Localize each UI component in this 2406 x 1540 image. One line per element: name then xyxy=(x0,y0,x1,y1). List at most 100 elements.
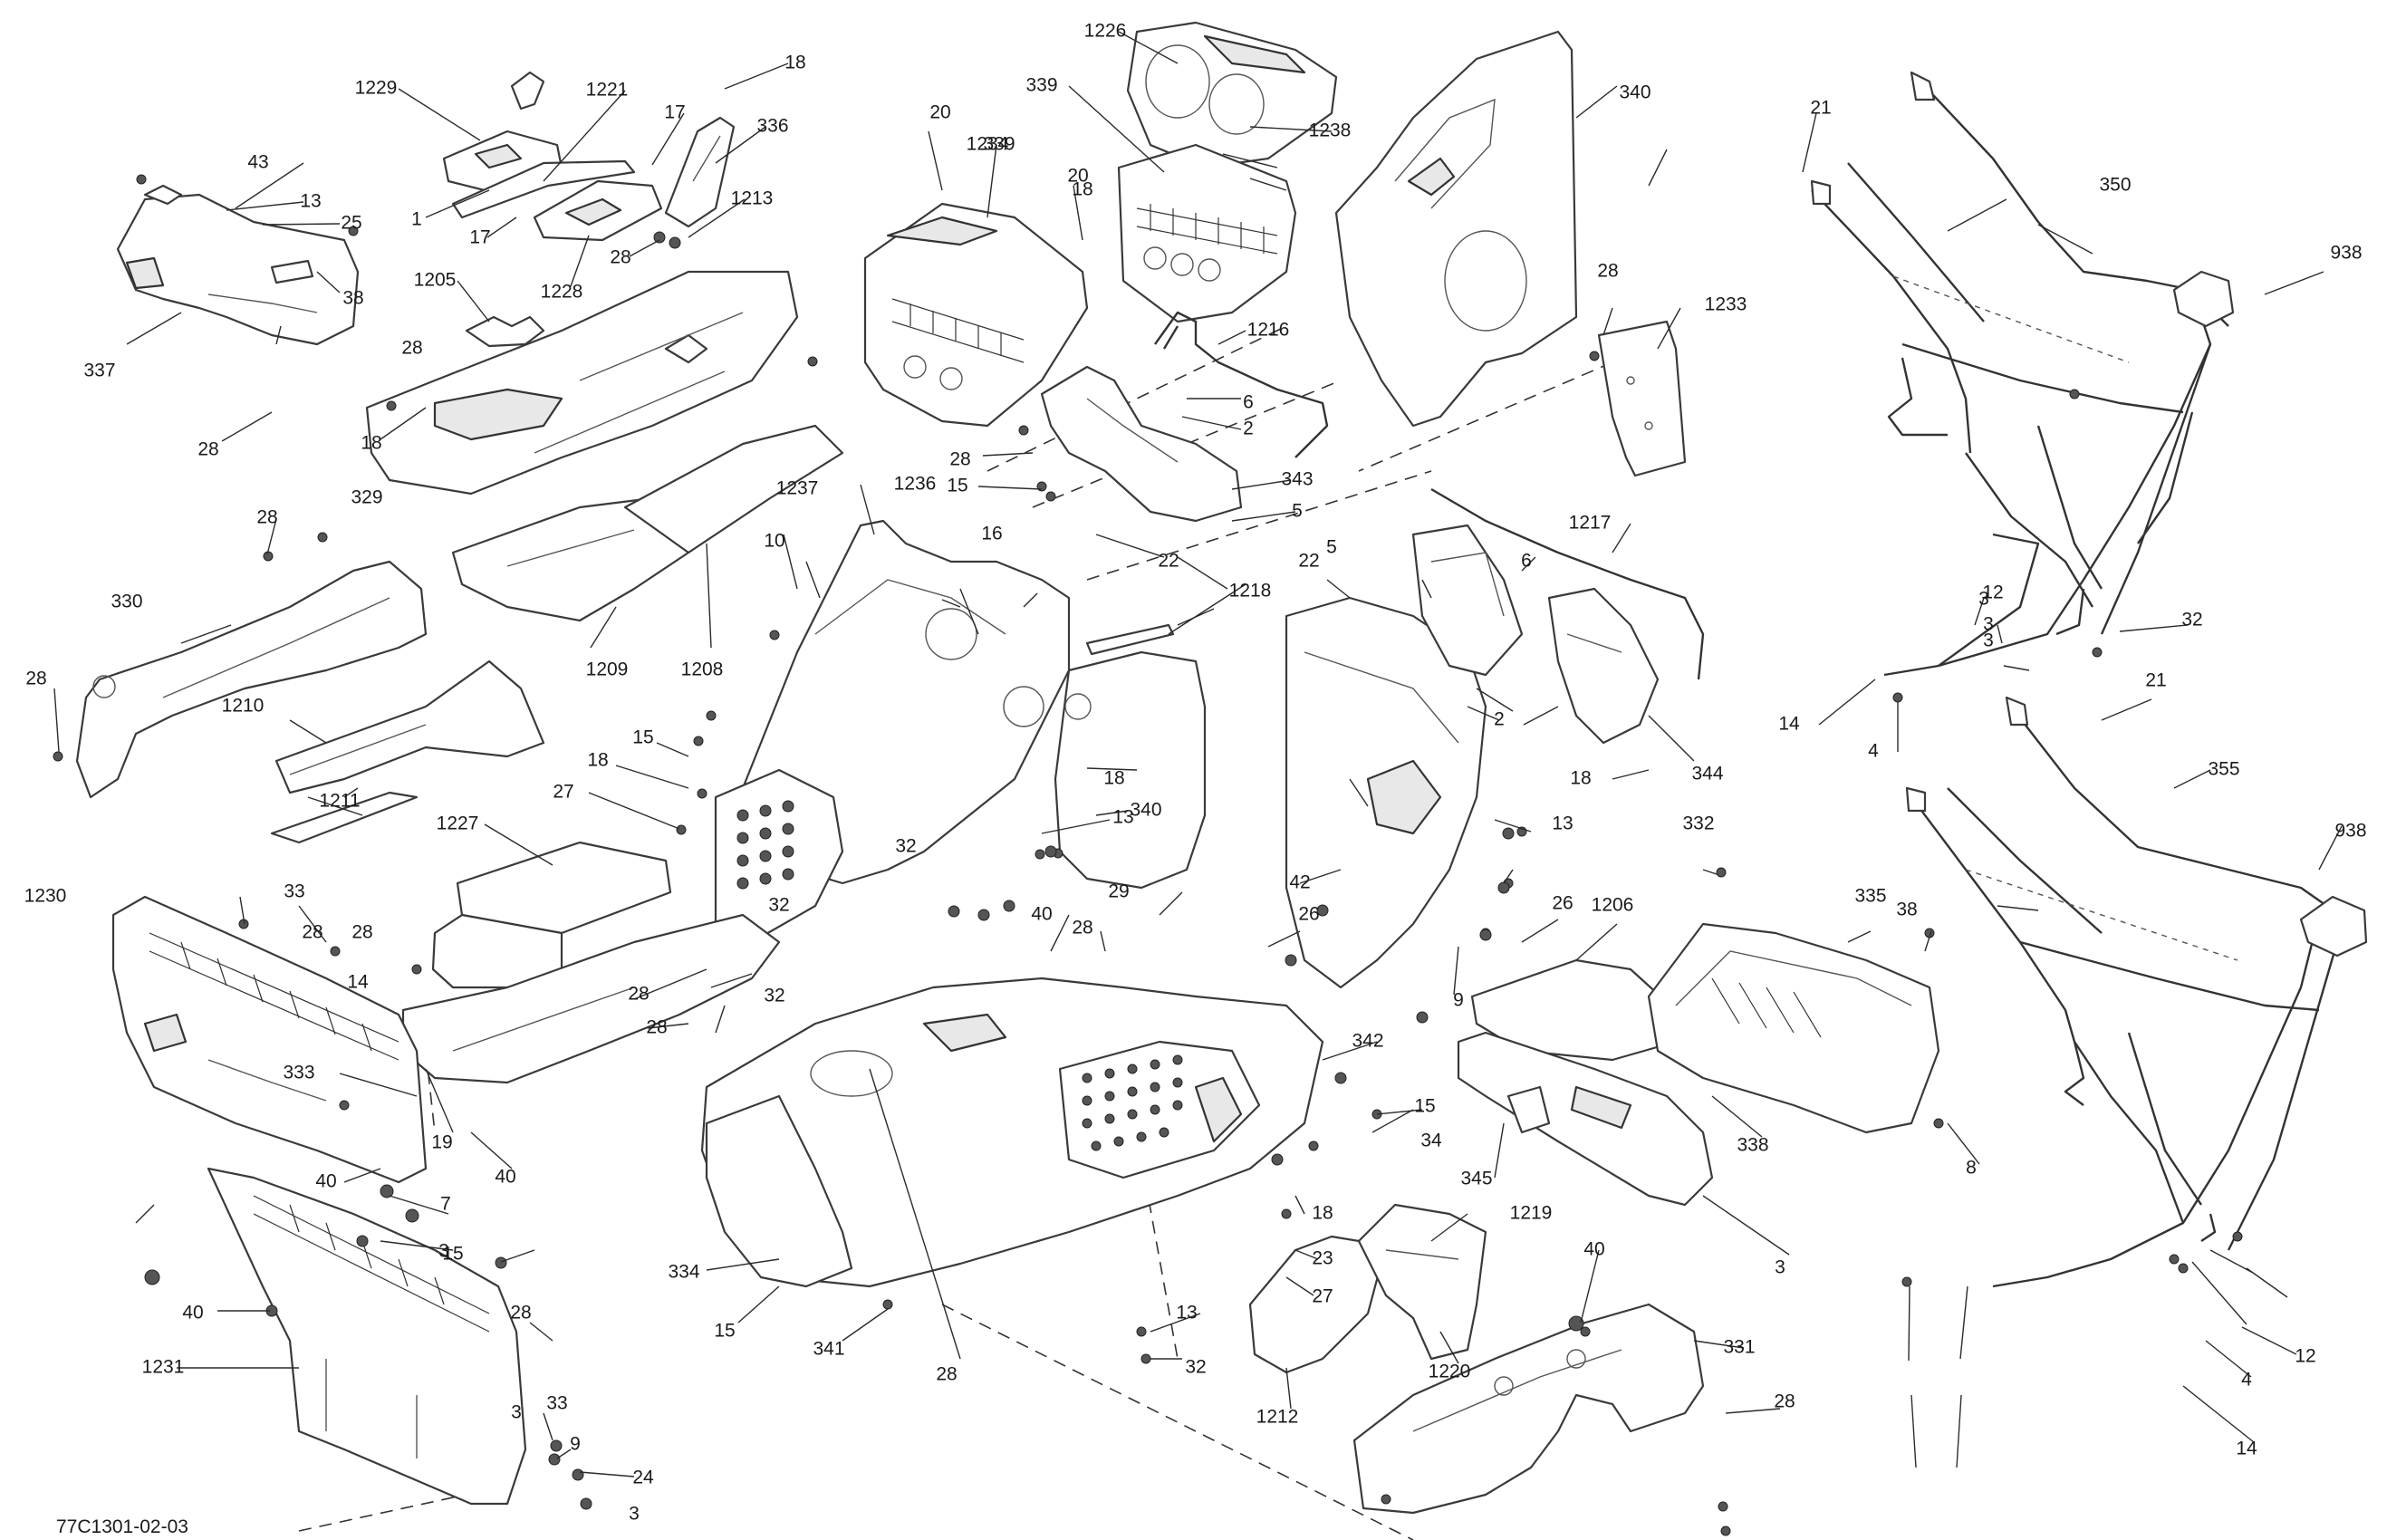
part-1219-pad xyxy=(1357,1203,1487,1361)
part-1218-strip xyxy=(1085,623,1175,656)
callout-125: 1220 xyxy=(1429,1362,1471,1382)
callout-74: 32 xyxy=(895,836,916,857)
callout-54: 5 xyxy=(1326,537,1337,558)
callout-85: 335 xyxy=(1854,886,1886,907)
callout-136: 8 xyxy=(1966,1158,1977,1179)
part-333-floor xyxy=(401,913,781,1084)
callout-61: 18 xyxy=(587,750,608,771)
callout-24: 20 xyxy=(929,102,950,123)
part-1211-strip xyxy=(270,791,419,844)
part-350-rack-frame xyxy=(1810,71,2235,677)
callout-7: 25 xyxy=(341,213,361,234)
callout-76: 40 xyxy=(1031,904,1052,925)
callout-112: 24 xyxy=(632,1468,654,1488)
callout-36: 1236 xyxy=(894,474,937,495)
callout-31: 28 xyxy=(949,449,970,470)
callout-127: 28 xyxy=(1774,1391,1795,1412)
callout-137: 12 xyxy=(2295,1346,2315,1367)
callout-58: 344 xyxy=(1691,764,1723,784)
callout-9: 17 xyxy=(469,227,490,248)
part-1205-clip xyxy=(465,315,545,348)
callout-86: 38 xyxy=(1896,900,1917,920)
part-343-bracket xyxy=(1040,365,1243,523)
callout-21: 339 xyxy=(1025,75,1057,96)
callout-6: 13 xyxy=(300,191,321,212)
callout-117: 18 xyxy=(1312,1203,1333,1224)
part-1-bracket xyxy=(451,159,636,219)
part-338-panel xyxy=(1457,1031,1714,1207)
part-329-console xyxy=(365,270,799,496)
callout-2: 18 xyxy=(784,53,805,73)
callout-135: 3 xyxy=(1775,1257,1785,1278)
callout-92: 4 xyxy=(1868,741,1879,762)
part-332-side-panel xyxy=(1285,596,1487,989)
callout-57: 2 xyxy=(1494,709,1505,730)
callout-53: 22 xyxy=(1298,551,1319,572)
callout-130: 341 xyxy=(813,1339,844,1360)
callout-94: 355 xyxy=(2208,759,2239,780)
callout-139: 14 xyxy=(2236,1439,2257,1459)
callout-12: 38 xyxy=(342,288,363,309)
callout-90: 3 xyxy=(1983,630,1994,651)
callout-78: 26 xyxy=(1298,904,1319,925)
part-355-rack-frame xyxy=(1905,696,2368,1288)
callout-106: 15 xyxy=(442,1244,463,1265)
callout-47: 1210 xyxy=(222,696,265,717)
part-339-dash-center xyxy=(1117,143,1297,323)
callout-96: 32 xyxy=(764,986,784,1006)
callout-26: 20 xyxy=(1067,166,1088,187)
callout-128: 334 xyxy=(668,1262,699,1283)
part-1226-gauge-cluster xyxy=(1126,21,1338,169)
callout-55: 1217 xyxy=(1569,513,1612,534)
callout-49: 1208 xyxy=(681,659,724,680)
callout-33: 343 xyxy=(1281,469,1313,490)
callout-123: 1219 xyxy=(1510,1203,1553,1224)
part-336-handle xyxy=(664,116,736,228)
callout-60: 15 xyxy=(632,727,653,748)
part-335-storage-bin xyxy=(1647,922,1940,1134)
callout-27: 18 xyxy=(1072,179,1092,200)
part-1213-grommets xyxy=(653,231,681,249)
callout-10: 1213 xyxy=(731,188,774,209)
callout-102: 333 xyxy=(283,1063,314,1083)
part-duct-22 xyxy=(1411,524,1524,677)
callout-120: 13 xyxy=(1176,1303,1197,1323)
callout-63: 1227 xyxy=(437,813,479,834)
callout-39: 340 xyxy=(1619,82,1651,103)
callout-81: 13 xyxy=(1552,813,1573,834)
part-1233-plate xyxy=(1597,320,1687,477)
callout-124: 40 xyxy=(1583,1239,1604,1260)
callout-79: 42 xyxy=(1289,872,1310,893)
callout-48: 1209 xyxy=(586,659,629,680)
callout-111: 9 xyxy=(570,1434,581,1455)
callout-134: 338 xyxy=(1737,1135,1768,1156)
callout-64: 1211 xyxy=(319,791,360,812)
callout-35: 16 xyxy=(981,524,1002,544)
part-337-left-cover xyxy=(116,184,360,346)
diagram-code: 77C1301-02-03 xyxy=(56,1516,188,1537)
callout-133: 34 xyxy=(1420,1131,1442,1151)
part-330-left-rail xyxy=(75,560,428,799)
callout-30: 2 xyxy=(1243,419,1254,439)
callout-105: 3 xyxy=(438,1241,449,1262)
part-1210-strip xyxy=(274,659,545,794)
callout-73: 340 xyxy=(1130,800,1161,821)
callout-13: 1228 xyxy=(541,282,583,303)
callout-15: 337 xyxy=(83,361,115,381)
callout-45: 330 xyxy=(111,592,142,612)
callout-1: 1221 xyxy=(586,80,629,101)
part-1228-switch-panel xyxy=(533,179,663,242)
callout-65: 33 xyxy=(284,881,304,902)
callout-116: 15 xyxy=(1414,1096,1435,1117)
callout-59: 18 xyxy=(1570,768,1591,789)
part-1230-left-grille xyxy=(111,895,428,1184)
callout-113: 1231 xyxy=(142,1357,185,1378)
callout-95: 938 xyxy=(2334,821,2366,842)
callout-42: 350 xyxy=(2099,175,2131,196)
callout-84: 1206 xyxy=(1592,895,1634,916)
callout-131: 28 xyxy=(936,1364,957,1385)
callout-38: 10 xyxy=(764,531,784,552)
callout-104: 7 xyxy=(440,1194,451,1215)
part-1217-tube xyxy=(1430,487,1705,680)
callout-129: 15 xyxy=(714,1321,735,1342)
